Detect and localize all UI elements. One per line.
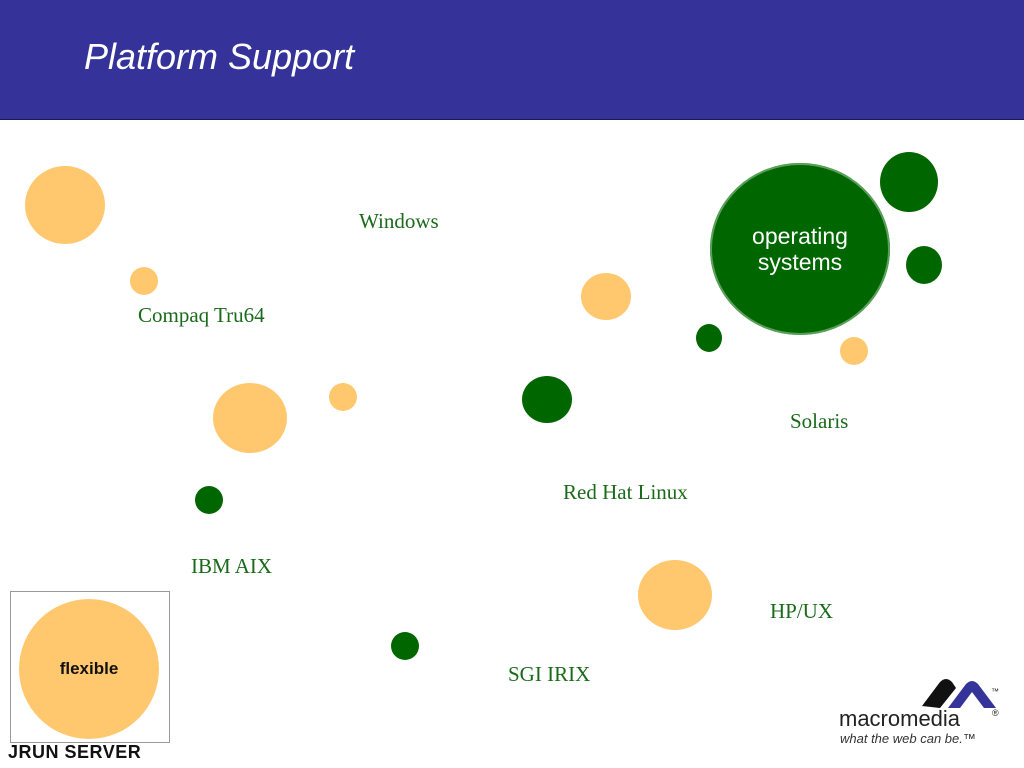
platform-label: Compaq Tru64 bbox=[138, 303, 265, 327]
platform-label: HP/UX bbox=[770, 599, 834, 623]
green-dot bbox=[195, 486, 223, 514]
green-dot bbox=[906, 246, 942, 284]
orange-dot bbox=[25, 166, 105, 244]
green-dot bbox=[880, 152, 938, 212]
circle-text-line1: operating bbox=[752, 223, 848, 249]
platform-label: IBM AIX bbox=[191, 554, 273, 578]
flexible-text: flexible bbox=[59, 659, 119, 678]
slide-title: Platform Support bbox=[84, 36, 355, 77]
macromedia-wordmark: macromedia bbox=[839, 706, 961, 731]
platform-label: Solaris bbox=[790, 409, 849, 433]
platform-label: SGI IRIX bbox=[508, 662, 591, 686]
flexible-circle: flexible bbox=[19, 599, 159, 739]
trademark-mark: ™ bbox=[991, 687, 999, 696]
green-dot bbox=[696, 324, 722, 352]
registered-mark: ® bbox=[992, 708, 999, 718]
orange-dot bbox=[213, 383, 287, 453]
green-dot bbox=[522, 376, 572, 423]
jrun-server-label: JRUN SERVER bbox=[8, 742, 142, 762]
platform-label: Windows bbox=[359, 209, 439, 233]
green-dot bbox=[391, 632, 419, 660]
macromedia-tagline: what the web can be.™ bbox=[840, 731, 976, 746]
orange-dot bbox=[329, 383, 357, 411]
platform-label: Red Hat Linux bbox=[563, 480, 688, 504]
orange-dot bbox=[581, 273, 631, 320]
slide-header: Platform Support bbox=[0, 0, 1024, 120]
circle-text-line2: systems bbox=[757, 249, 843, 275]
orange-dot bbox=[840, 337, 868, 365]
orange-dot bbox=[130, 267, 158, 295]
orange-dot bbox=[638, 560, 712, 630]
macromedia-logo-icon: ™ bbox=[922, 679, 999, 708]
